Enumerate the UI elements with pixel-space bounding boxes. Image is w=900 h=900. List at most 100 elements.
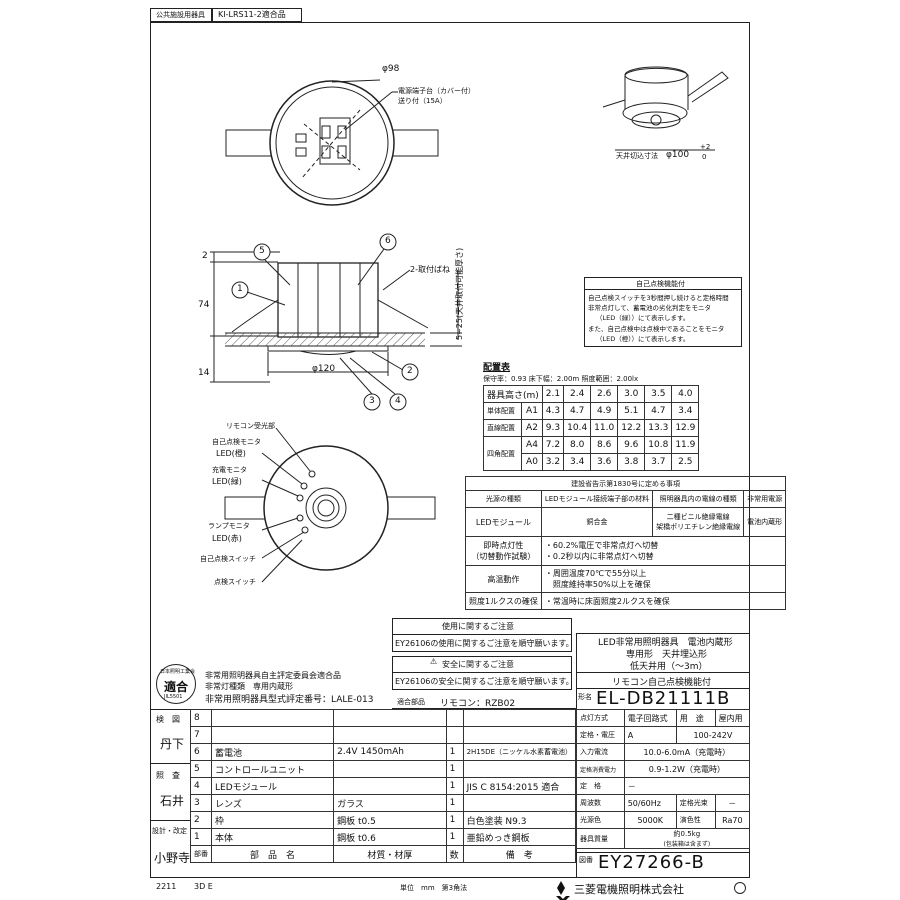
table-row: 7 bbox=[190, 726, 577, 744]
caution-safety-title: 安全に関するご注意 bbox=[442, 660, 514, 669]
table-row: 建設省告示第1830号に定める事項 bbox=[464, 476, 787, 491]
self-check-box bbox=[584, 277, 742, 347]
table-row: 高温動作・周囲温度70℃で55分以上照度維持率50%以上を確保 bbox=[465, 565, 787, 593]
table-row: 定 格－ bbox=[576, 777, 751, 795]
cert-line-1: 非常用照明器具自主評定委員会適合品 bbox=[205, 671, 341, 680]
callout-4: 4 bbox=[395, 396, 401, 406]
spring-label: 2-取付ばね bbox=[410, 265, 450, 274]
self-check-title: 自己点検機能付 bbox=[636, 280, 685, 288]
callout-6: 6 bbox=[385, 236, 391, 246]
dim-2: 2 bbox=[202, 251, 208, 261]
drawing-no-label: 図番 bbox=[579, 856, 593, 864]
terminal-label-1: 電源端子台（カバー付） bbox=[398, 87, 475, 95]
bottom-company: 三菱電機照明株式会社 bbox=[574, 883, 684, 896]
bottom-cad: 3D E bbox=[194, 882, 213, 891]
cert-line-2: 非常灯種類 専用内蔵形 bbox=[205, 682, 293, 691]
drawing-frame bbox=[150, 22, 750, 878]
callout-2: 2 bbox=[407, 366, 413, 376]
parts-remote: リモコン：RZB02 bbox=[440, 699, 516, 709]
cert-line-3: 非常用照明器具型式評定番号：LALE-013 bbox=[205, 695, 374, 705]
cutout-tol-upper: +2 bbox=[700, 143, 711, 151]
caution-use-title: 使用に関するご注意 bbox=[442, 622, 514, 631]
label-remote-receiver: リモコン受光部 bbox=[226, 422, 275, 430]
self-check-line-2: 非常点灯して、蓄電池の劣化判定をモニタ bbox=[588, 304, 711, 312]
terminal-label-2: 送り付（15A） bbox=[398, 97, 447, 105]
product-desc-1: LED非常用照明器具 電池内蔵形 bbox=[598, 638, 733, 648]
mitsubishi-logo bbox=[556, 881, 570, 900]
self-check-line-4: また、自己点検中は点検中であることをモニタ bbox=[588, 325, 725, 333]
caution-safety-text: EY26106の安全に関するご注意を順守願います。 bbox=[395, 677, 574, 686]
caution-use-box bbox=[392, 618, 572, 652]
cutout-label: 天井切込寸法 bbox=[616, 152, 658, 160]
label-led-orange: LED(橙) bbox=[216, 449, 246, 458]
company-circle bbox=[734, 882, 746, 894]
parts-label: 適合部品 bbox=[397, 698, 425, 706]
label-check-switch: 点検スイッチ bbox=[214, 578, 256, 586]
header-tag-ki bbox=[212, 8, 302, 22]
sign-tange: 丹下 bbox=[160, 737, 185, 751]
table-row: 即時点灯性（切替動作試験）・60.2%電圧で非常点灯へ切替・0.2秒以内に非常点… bbox=[465, 536, 787, 566]
sign-label-check: 検 図 bbox=[156, 715, 180, 724]
cert-badge bbox=[156, 664, 196, 704]
top-view-drawing bbox=[225, 79, 439, 206]
callout-5: 5 bbox=[259, 246, 265, 256]
table-row: 照度1ルクスの確保・常温時に床面照度2ルクスを確保 bbox=[465, 592, 787, 610]
dim-120: φ120 bbox=[312, 364, 336, 374]
caution-use-text: EY26106の使用に関するご注意を順守願います。 bbox=[395, 639, 574, 648]
front-view-drawing bbox=[224, 427, 436, 583]
cert-badge-top: 日本照明工業会 bbox=[160, 669, 196, 675]
sign-label-design: 設計・改定 bbox=[152, 827, 187, 835]
table-row: LEDモジュール銅合金二種ビニル絶縁電線架橋ポリエチレン絶縁電線電池内蔵形 bbox=[465, 507, 787, 537]
sign-ishii: 石井 bbox=[160, 794, 185, 808]
table-row: 8 bbox=[190, 709, 577, 727]
parts-row-line bbox=[392, 708, 576, 709]
product-desc-4: リモコン自己点検機能付 bbox=[612, 678, 712, 688]
sign-label-review: 照 査 bbox=[156, 771, 180, 780]
product-model: EL-DB21111B bbox=[596, 688, 731, 709]
layout-table-title: 配置表 bbox=[483, 363, 511, 373]
self-check-line-5: （LED（橙））にて表示します。 bbox=[596, 335, 690, 343]
label-self-check-monitor: 自己点検モニタ bbox=[212, 438, 261, 446]
top-dia-label: φ98 bbox=[382, 64, 400, 74]
header-tag-public-text: 公共施設用器具 bbox=[156, 11, 205, 19]
dim-14: 14 bbox=[198, 368, 210, 378]
cutout-value: φ100 bbox=[666, 150, 690, 160]
sign-onodera: 小野寺 bbox=[154, 851, 191, 865]
callout-1: 1 bbox=[237, 284, 243, 294]
caution-safety-icon: ⚠ bbox=[430, 657, 438, 666]
drawing-no: EY27266-B bbox=[598, 852, 705, 873]
side-view-drawing bbox=[210, 233, 462, 411]
layout-table-conditions: 保守率：0.93 床下幅：2.00m 照度範囲：2.00lx bbox=[483, 375, 639, 383]
label-led-red: LED(赤) bbox=[212, 534, 242, 543]
bottom-date: 2211 bbox=[156, 882, 177, 891]
label-lamp-monitor: ランプモニタ bbox=[208, 522, 250, 530]
callout-3: 3 bbox=[369, 396, 375, 406]
header-tag-public bbox=[150, 8, 212, 22]
label-charge-monitor: 充電モニタ bbox=[212, 466, 247, 474]
caution-safety-box bbox=[392, 656, 572, 690]
dim-74: 74 bbox=[198, 300, 210, 310]
cert-badge-bottom: JIL5501 bbox=[164, 694, 183, 700]
label-led-green: LED(緑) bbox=[212, 477, 242, 486]
product-desc-3: 低天井用（～3m） bbox=[630, 662, 708, 672]
iso-view-drawing bbox=[602, 66, 729, 151]
